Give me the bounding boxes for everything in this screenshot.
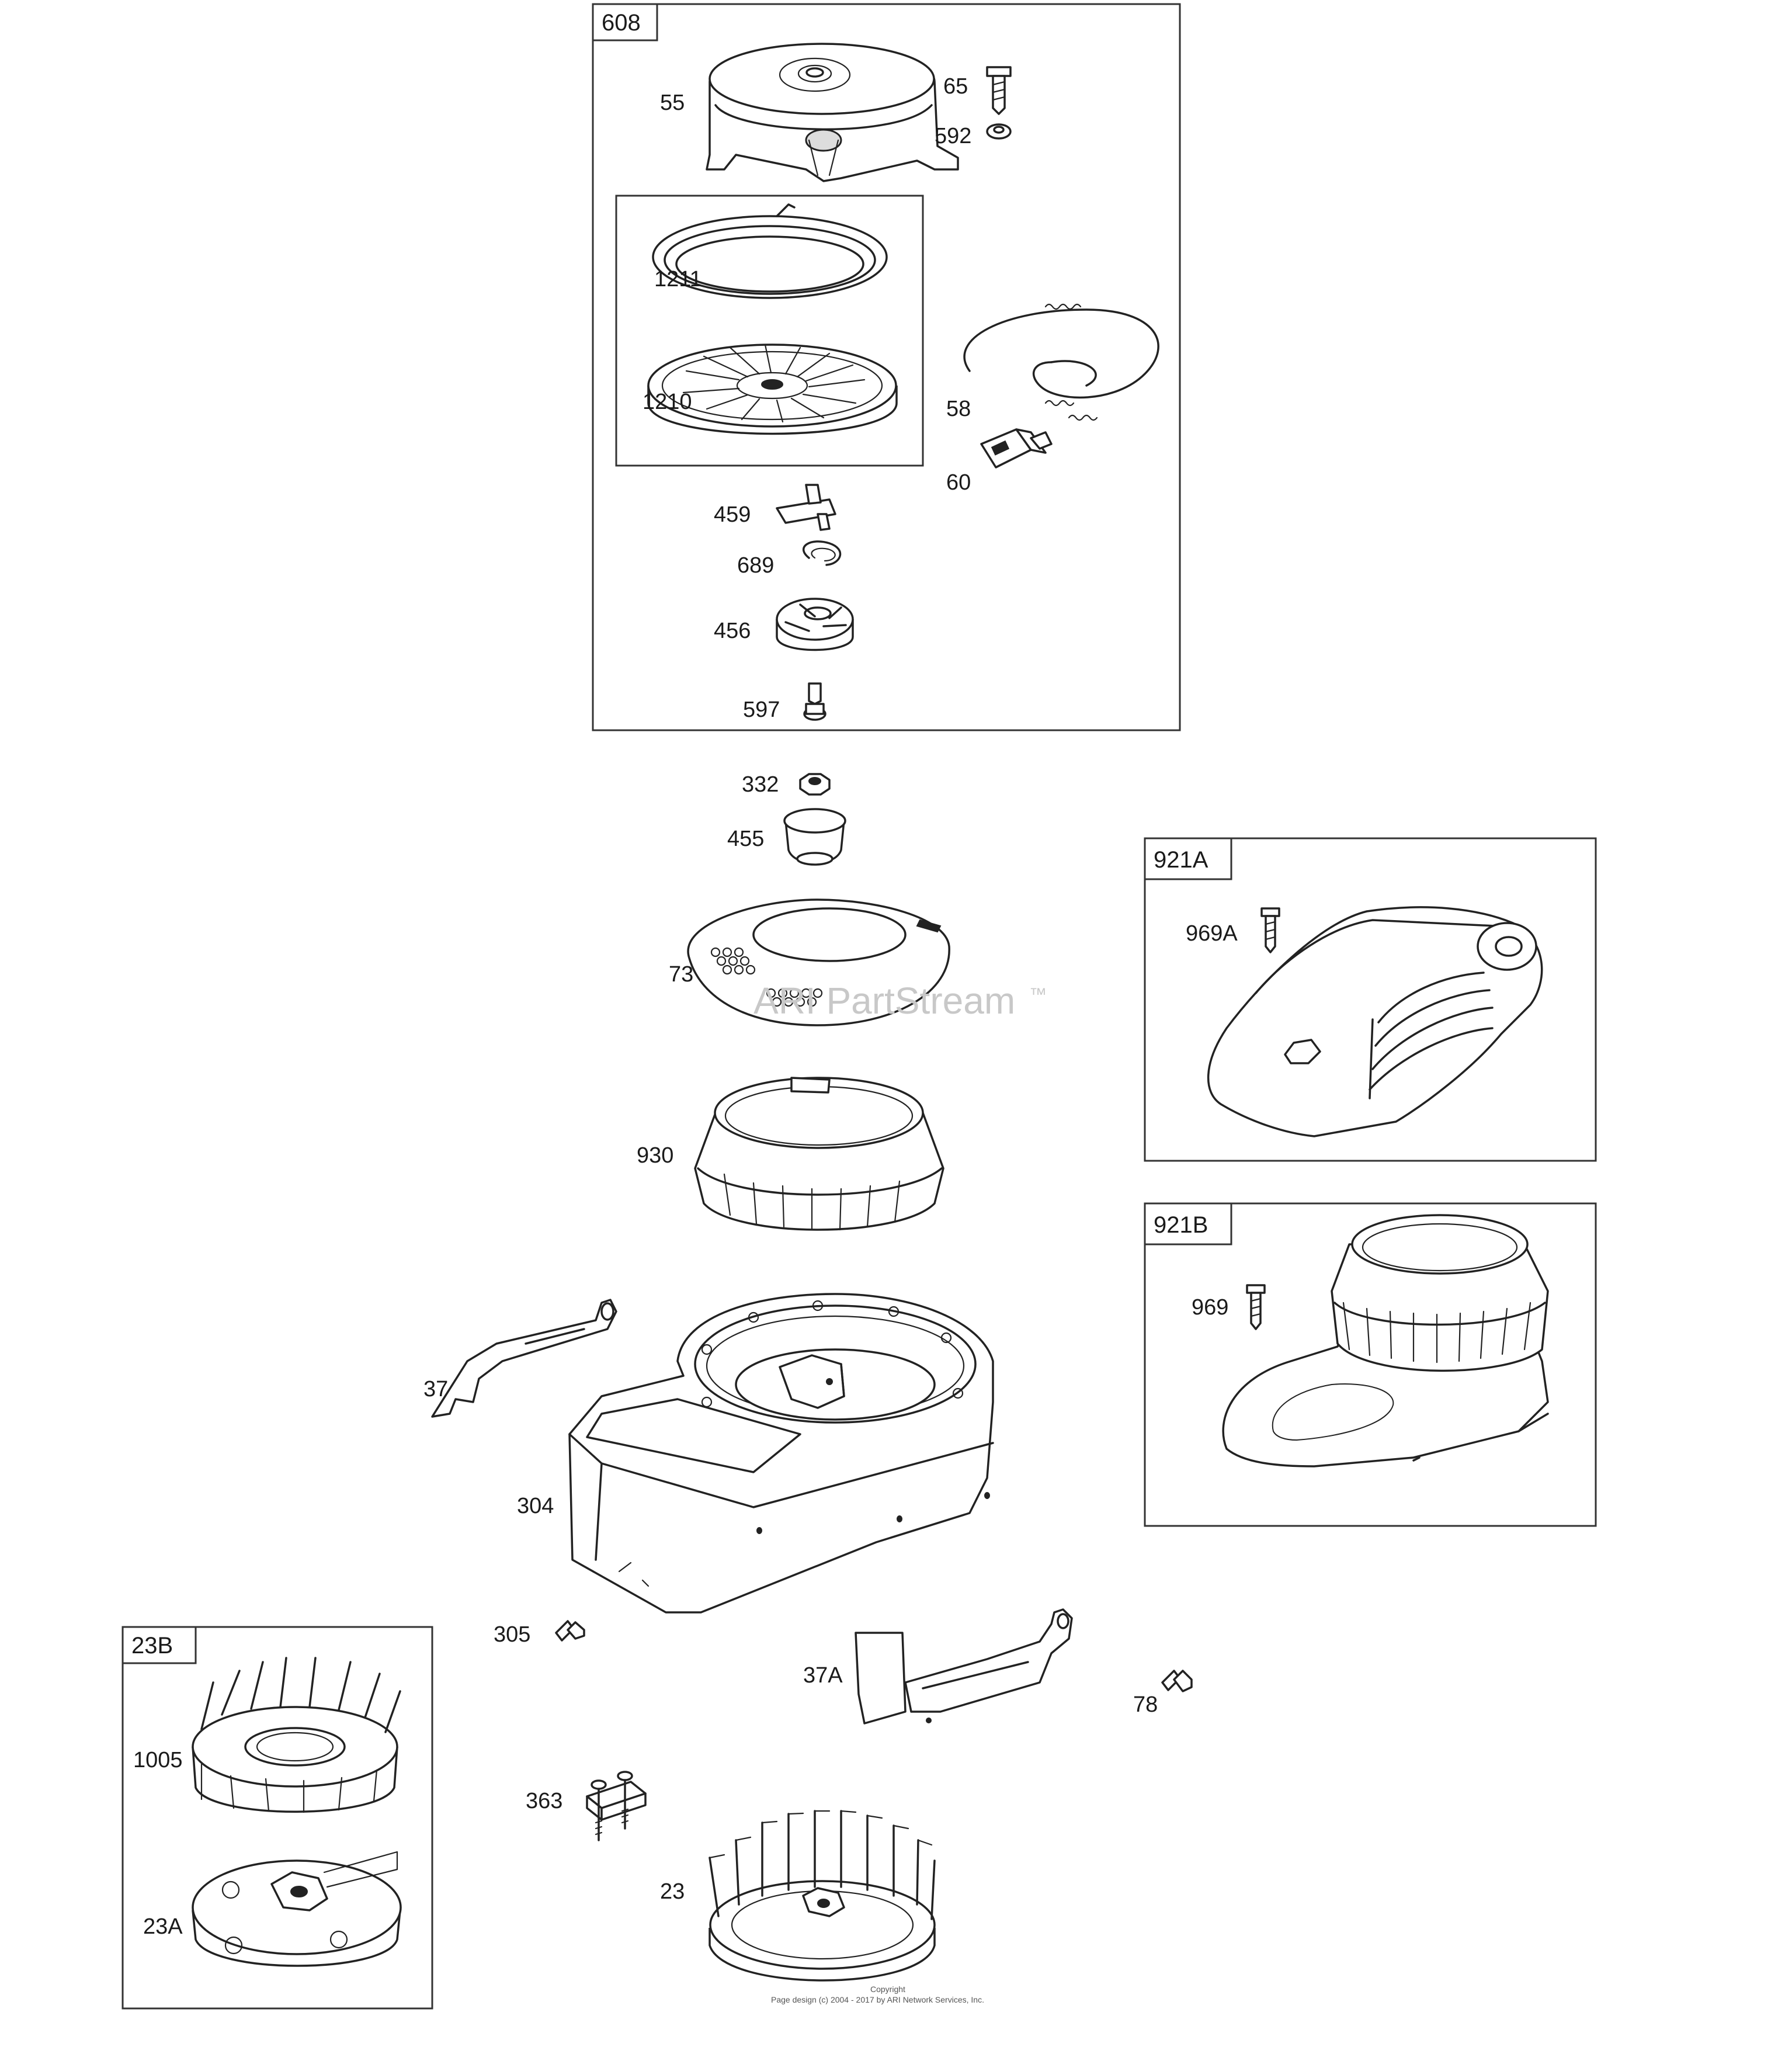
part-1210-pulley — [647, 344, 898, 435]
label-969: 969 — [1192, 1295, 1228, 1320]
copyright-line-1: Copyright — [870, 1984, 905, 1994]
part-58-starter-rope — [963, 303, 1159, 421]
part-459-pawl — [776, 484, 836, 531]
box-label-921B: 921B — [1154, 1212, 1208, 1238]
label-305: 305 — [494, 1622, 530, 1647]
label-1210: 1210 — [643, 390, 692, 414]
part-592-nut — [986, 123, 1012, 140]
part-921B-blower-housing-cover — [1222, 1214, 1549, 1467]
label-65: 65 — [943, 74, 968, 99]
part-969A-screw — [1260, 907, 1280, 953]
part-930-blower-housing-guard — [694, 1077, 944, 1231]
subassembly-box-1210-1211 — [615, 195, 924, 467]
part-332-nut — [799, 773, 831, 796]
group-box-608: 608 — [592, 3, 1181, 731]
label-455: 455 — [727, 827, 764, 851]
label-459: 459 — [714, 502, 751, 527]
part-23-flywheel — [709, 1810, 936, 1982]
box-label-608: 608 — [602, 10, 641, 36]
watermark-trademark: ™ — [1029, 985, 1047, 1004]
part-65-screw — [986, 66, 1012, 115]
label-37: 37 — [423, 1377, 448, 1401]
part-1005-fan — [192, 1657, 401, 1813]
label-592: 592 — [935, 124, 971, 148]
label-1005: 1005 — [133, 1748, 183, 1772]
label-930: 930 — [637, 1143, 673, 1168]
part-23A-flywheel — [192, 1851, 402, 1967]
group-box-23B: 23B — [121, 1626, 433, 2010]
label-23: 23 — [660, 1879, 685, 1904]
label-969A: 969A — [1186, 921, 1238, 946]
box-label-23B: 23B — [131, 1633, 173, 1659]
part-305-screw — [555, 1620, 585, 1642]
part-969-screw — [1246, 1284, 1266, 1330]
part-60-starter-handle — [980, 428, 1053, 469]
part-597-retainer-screw — [803, 682, 826, 721]
part-689-retainer-ring — [803, 540, 842, 566]
label-456: 456 — [714, 619, 751, 643]
label-60: 60 — [946, 470, 971, 495]
part-55-starter-housing — [706, 43, 959, 182]
part-78-screw — [1161, 1670, 1193, 1692]
part-304-blower-housing — [568, 1293, 994, 1614]
part-921A-blower-housing-cover — [1207, 906, 1543, 1137]
label-55: 55 — [660, 91, 685, 115]
part-455-rotating-screen-cup — [783, 808, 846, 866]
copyright-line-2: Page design (c) 2004 - 2017 by ARI Netwo… — [771, 1995, 984, 2004]
part-456-starter-cup — [776, 598, 854, 651]
label-689: 689 — [737, 553, 774, 578]
label-73: 73 — [669, 962, 693, 987]
box-label-921A: 921A — [1154, 847, 1208, 873]
label-58: 58 — [946, 397, 971, 421]
part-37-air-baffle — [431, 1299, 617, 1418]
group-box-921B: 921B — [1144, 1202, 1597, 1527]
part-1211-rewind-spring — [652, 203, 888, 299]
label-304: 304 — [517, 1494, 554, 1518]
part-37A-air-baffle — [855, 1608, 1073, 1725]
part-73-rotating-screen — [687, 898, 950, 1026]
group-box-921A: 921A — [1144, 837, 1597, 1162]
label-1211: 1211 — [654, 267, 702, 292]
part-363-armature-bracket — [586, 1771, 647, 1841]
watermark: ARI PartStream — [753, 980, 1015, 1022]
label-37A: 37A — [803, 1663, 843, 1688]
label-597: 597 — [743, 698, 780, 722]
label-332: 332 — [742, 772, 779, 797]
label-78: 78 — [1133, 1692, 1158, 1717]
label-363: 363 — [526, 1789, 562, 1813]
label-23A: 23A — [143, 1914, 183, 1939]
